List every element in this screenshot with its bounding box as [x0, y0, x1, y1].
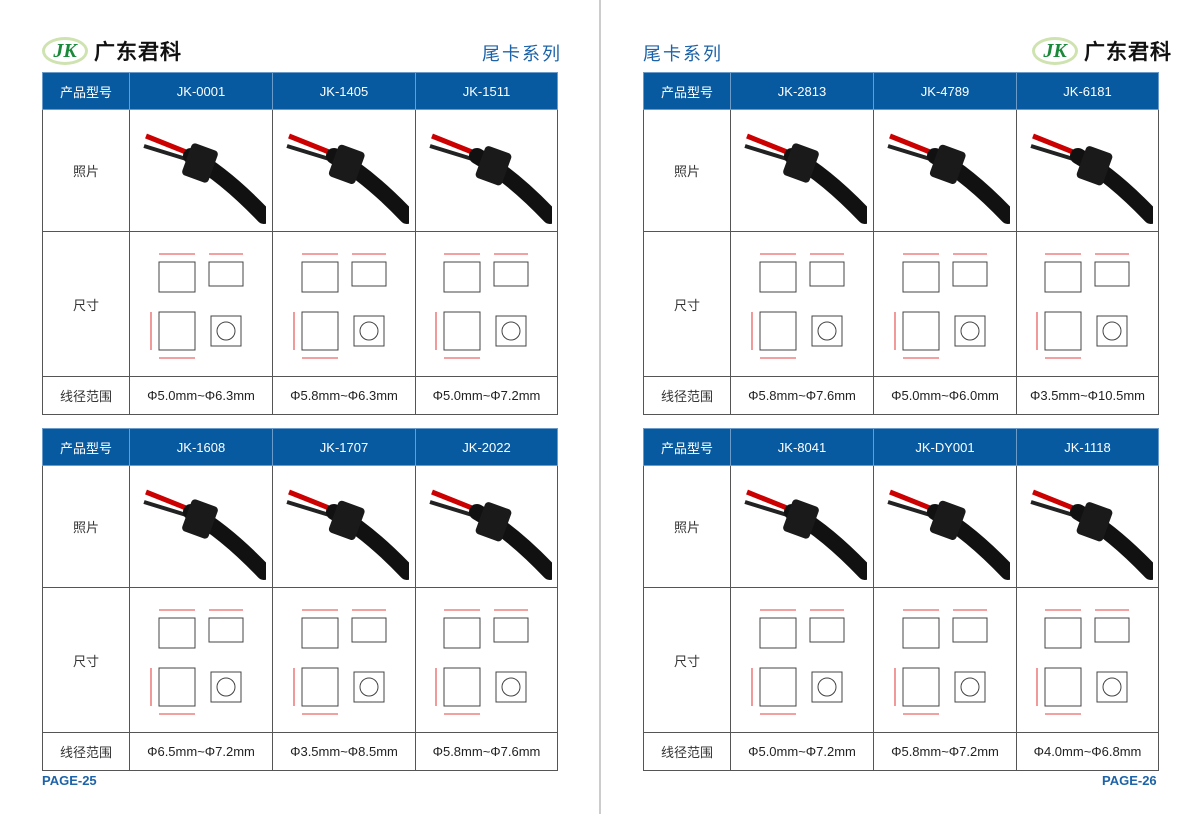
row-label-size: 尺寸 [42, 231, 130, 377]
model-name: JK-6181 [1016, 72, 1159, 110]
dimension-drawing [129, 231, 273, 377]
brand-logo-right: JK 广东君科 [1032, 36, 1172, 66]
model-name: JK-0001 [129, 72, 273, 110]
cable-range: Φ5.8mm~Φ6.3mm [272, 376, 416, 415]
cable-range: Φ5.8mm~Φ7.6mm [730, 376, 874, 415]
cable-range: Φ6.5mm~Φ7.2mm [129, 732, 273, 771]
row-label-range: 线径范围 [643, 732, 731, 771]
photo-row: 照片 [42, 109, 558, 232]
product-photo [129, 465, 273, 588]
dimension-drawing [1016, 231, 1159, 377]
dimension-drawing [272, 231, 416, 377]
size-row: 尺寸 [643, 231, 1159, 377]
brand-name: 广东君科 [1084, 40, 1172, 64]
dimension-drawing [415, 587, 558, 733]
row-label-model: 产品型号 [42, 72, 130, 110]
row-label-range: 线径范围 [643, 376, 731, 415]
series-title-left: 尾卡系列 [482, 44, 562, 65]
model-name: JK-1118 [1016, 428, 1159, 466]
dimension-drawing [873, 587, 1017, 733]
brand-logo-left: JK 广东君科 [42, 36, 182, 66]
row-label-range: 线径范围 [42, 376, 130, 415]
row-label-photo: 照片 [643, 109, 731, 232]
product-photo [873, 465, 1017, 588]
cable-range: Φ5.0mm~Φ7.2mm [730, 732, 874, 771]
brand-name: 广东君科 [94, 40, 182, 64]
size-row: 尺寸 [42, 231, 558, 377]
product-photo [272, 109, 416, 232]
dimension-drawing [272, 587, 416, 733]
photo-row: 照片 [643, 109, 1159, 232]
row-label-photo: 照片 [643, 465, 731, 588]
row-label-size: 尺寸 [42, 587, 130, 733]
product-photo [730, 465, 874, 588]
cable-range: Φ5.0mm~Φ6.3mm [129, 376, 273, 415]
row-label-size: 尺寸 [643, 231, 731, 377]
cable-range: Φ5.8mm~Φ7.2mm [873, 732, 1017, 771]
page-number-left: PAGE-25 [42, 773, 97, 788]
product-photo [272, 465, 416, 588]
dimension-drawing [1016, 587, 1159, 733]
row-label-photo: 照片 [42, 109, 130, 232]
model-name: JK-2022 [415, 428, 558, 466]
cable-range: Φ5.8mm~Φ7.6mm [415, 732, 558, 771]
dimension-drawing [873, 231, 1017, 377]
dimension-drawing [730, 587, 874, 733]
product-photo [415, 109, 558, 232]
model-name: JK-1608 [129, 428, 273, 466]
row-label-range: 线径范围 [42, 732, 130, 771]
photo-row: 照片 [42, 465, 558, 588]
product-photo [1016, 465, 1159, 588]
model-name: JK-1511 [415, 72, 558, 110]
model-name: JK-DY001 [873, 428, 1017, 466]
page-number-right: PAGE-26 [1102, 773, 1157, 788]
model-name: JK-1405 [272, 72, 416, 110]
model-name: JK-8041 [730, 428, 874, 466]
row-label-model: 产品型号 [643, 428, 731, 466]
model-name: JK-4789 [873, 72, 1017, 110]
row-label-size: 尺寸 [643, 587, 731, 733]
jk-logo-icon: JK [1032, 37, 1078, 65]
jk-logo-icon: JK [42, 37, 88, 65]
model-name: JK-1707 [272, 428, 416, 466]
product-photo [1016, 109, 1159, 232]
dimension-drawing [129, 587, 273, 733]
size-row: 尺寸 [643, 587, 1159, 733]
cable-range: Φ5.0mm~Φ7.2mm [415, 376, 558, 415]
product-photo [873, 109, 1017, 232]
model-name: JK-2813 [730, 72, 874, 110]
series-title-right: 尾卡系列 [643, 44, 723, 65]
cable-range: Φ4.0mm~Φ6.8mm [1016, 732, 1159, 771]
cable-range: Φ3.5mm~Φ8.5mm [272, 732, 416, 771]
row-label-model: 产品型号 [643, 72, 731, 110]
dimension-drawing [415, 231, 558, 377]
product-photo [730, 109, 874, 232]
product-photo [129, 109, 273, 232]
page-fold [599, 0, 601, 814]
dimension-drawing [730, 231, 874, 377]
size-row: 尺寸 [42, 587, 558, 733]
product-photo [415, 465, 558, 588]
row-label-model: 产品型号 [42, 428, 130, 466]
row-label-photo: 照片 [42, 465, 130, 588]
photo-row: 照片 [643, 465, 1159, 588]
cable-range: Φ5.0mm~Φ6.0mm [873, 376, 1017, 415]
cable-range: Φ3.5mm~Φ10.5mm [1016, 376, 1159, 415]
